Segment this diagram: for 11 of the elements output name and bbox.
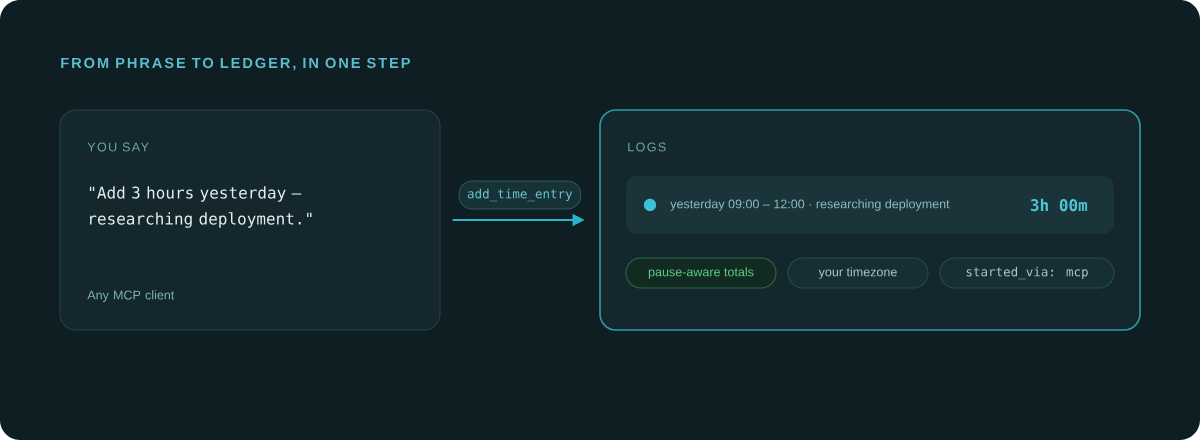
- duration-text: 3h 00m: [1030, 198, 1088, 212]
- quoted-message: "Add 3 hours yesterday — researching deployment.": [89, 186, 312, 228]
- tag-chip: your timezone: [787, 257, 929, 289]
- note-text: Any MCP client: [87, 290, 175, 302]
- tag-chip: pause-aware totals: [625, 257, 777, 289]
- card-heading: YOU SAY: [87, 142, 149, 152]
- section-title: FROM PHRASE TO LEDGER, IN ONE STEP: [61, 57, 411, 71]
- entry-details: yesterday 09:00 – 12:00 · researching deployment: [670, 199, 950, 211]
- card-heading: LOGS: [628, 142, 666, 152]
- edge-label: add_time_entry: [458, 180, 582, 210]
- tag-chip: started_via: mcp: [939, 257, 1115, 289]
